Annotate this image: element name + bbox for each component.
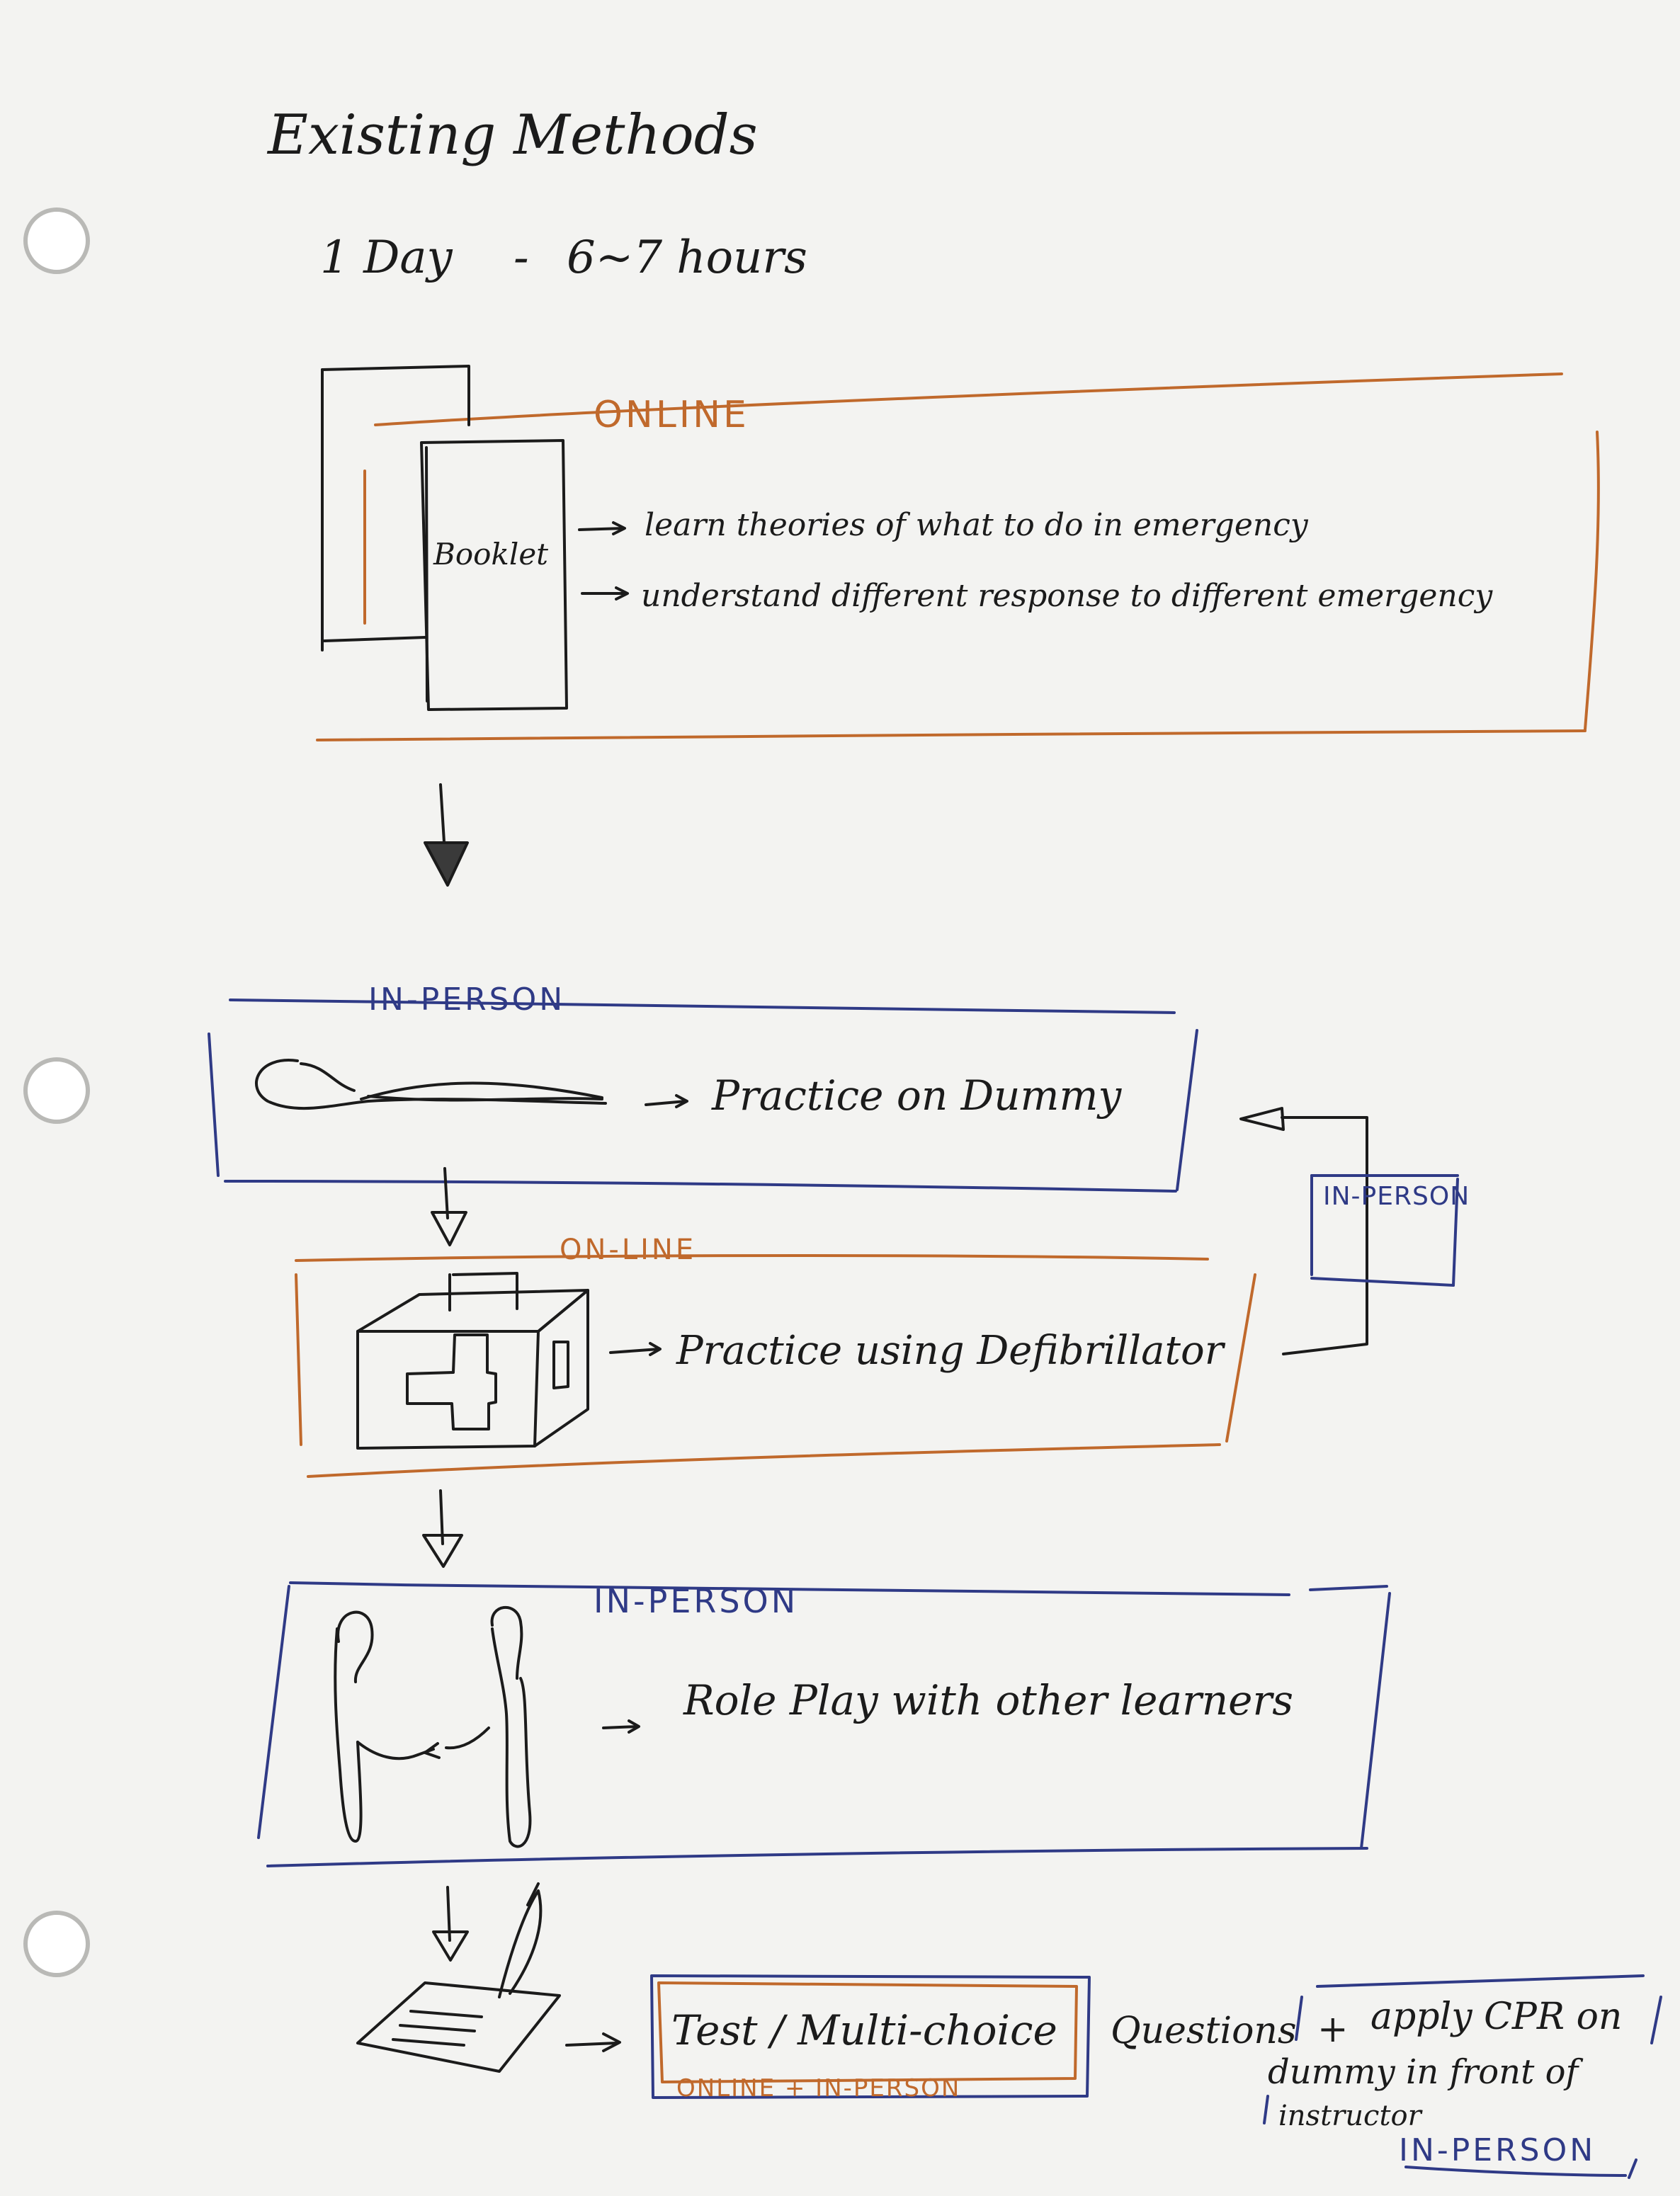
test-frame [650,1974,1091,2099]
apply-frame [1263,1974,1662,2179]
arrow-down-icon [422,1489,463,1568]
arrow-down-icon [424,783,469,887]
stage1-point-2: understand different response to differe… [641,578,1493,614]
test-label: Test / Multi-choice [671,2006,1057,2054]
binder-holes [23,207,90,1977]
test-paper-icon [356,1882,561,2073]
stage3-action: Practice using Defibrillator [676,1328,1224,1374]
loop-mode-label: IN-PERSON [1323,1182,1470,1211]
duration-day: 1 Day [320,232,453,284]
arrow-down-icon [431,1167,467,1246]
apply-line-2: dummy in front of [1268,2052,1579,2092]
duration-dash: - [513,232,529,284]
apply-line-3: instructor [1278,2100,1421,2132]
arrow-right-icon [602,1719,640,1734]
loop-arrow [1239,1107,1368,1355]
stage2-mode-label: IN-PERSON [368,982,566,1018]
booklet-icon [321,365,568,711]
people-icon [334,1605,532,1848]
arrow-right-icon [578,521,629,601]
apply-mode-label: IN-PERSON [1399,2132,1596,2168]
stage1-mode-label: ONLINE [594,394,749,436]
online-frame-1 [316,372,1600,741]
stage2-action: Practice on Dummy [712,1071,1122,1120]
stage1-point-1: learn theories of what to do in emergenc… [645,507,1308,543]
arrow-right-icon [645,1094,688,1108]
duration-hours: 6~7 hours [567,232,807,284]
online-frame-3 [295,1254,1256,1478]
loop-label-frame [1310,1174,1459,1287]
defibrillator-icon [356,1272,589,1450]
stage4-action: Role Play with other learners [683,1676,1293,1724]
inperson-frame-4 [257,1581,1391,1867]
questions-label: Questions [1111,2010,1297,2052]
test-mode-label: ONLINE + IN-PERSON [676,2074,961,2103]
arrow-right-icon [609,1342,662,1356]
booklet-label: Booklet [433,537,549,571]
plus-label: + [1317,2008,1349,2051]
stage3-mode-label: ON-LINE [560,1234,697,1266]
arrow-down-icon [432,1886,469,1962]
dummy-icon [255,1059,607,1110]
inperson-frame-2 [208,999,1198,1193]
arrow-right-icon [565,2032,621,2052]
stage4-mode-label: IN-PERSON [594,1582,799,1620]
apply-line-1: apply CPR on [1370,1996,1623,2038]
page-title: Existing Methods [268,103,758,167]
